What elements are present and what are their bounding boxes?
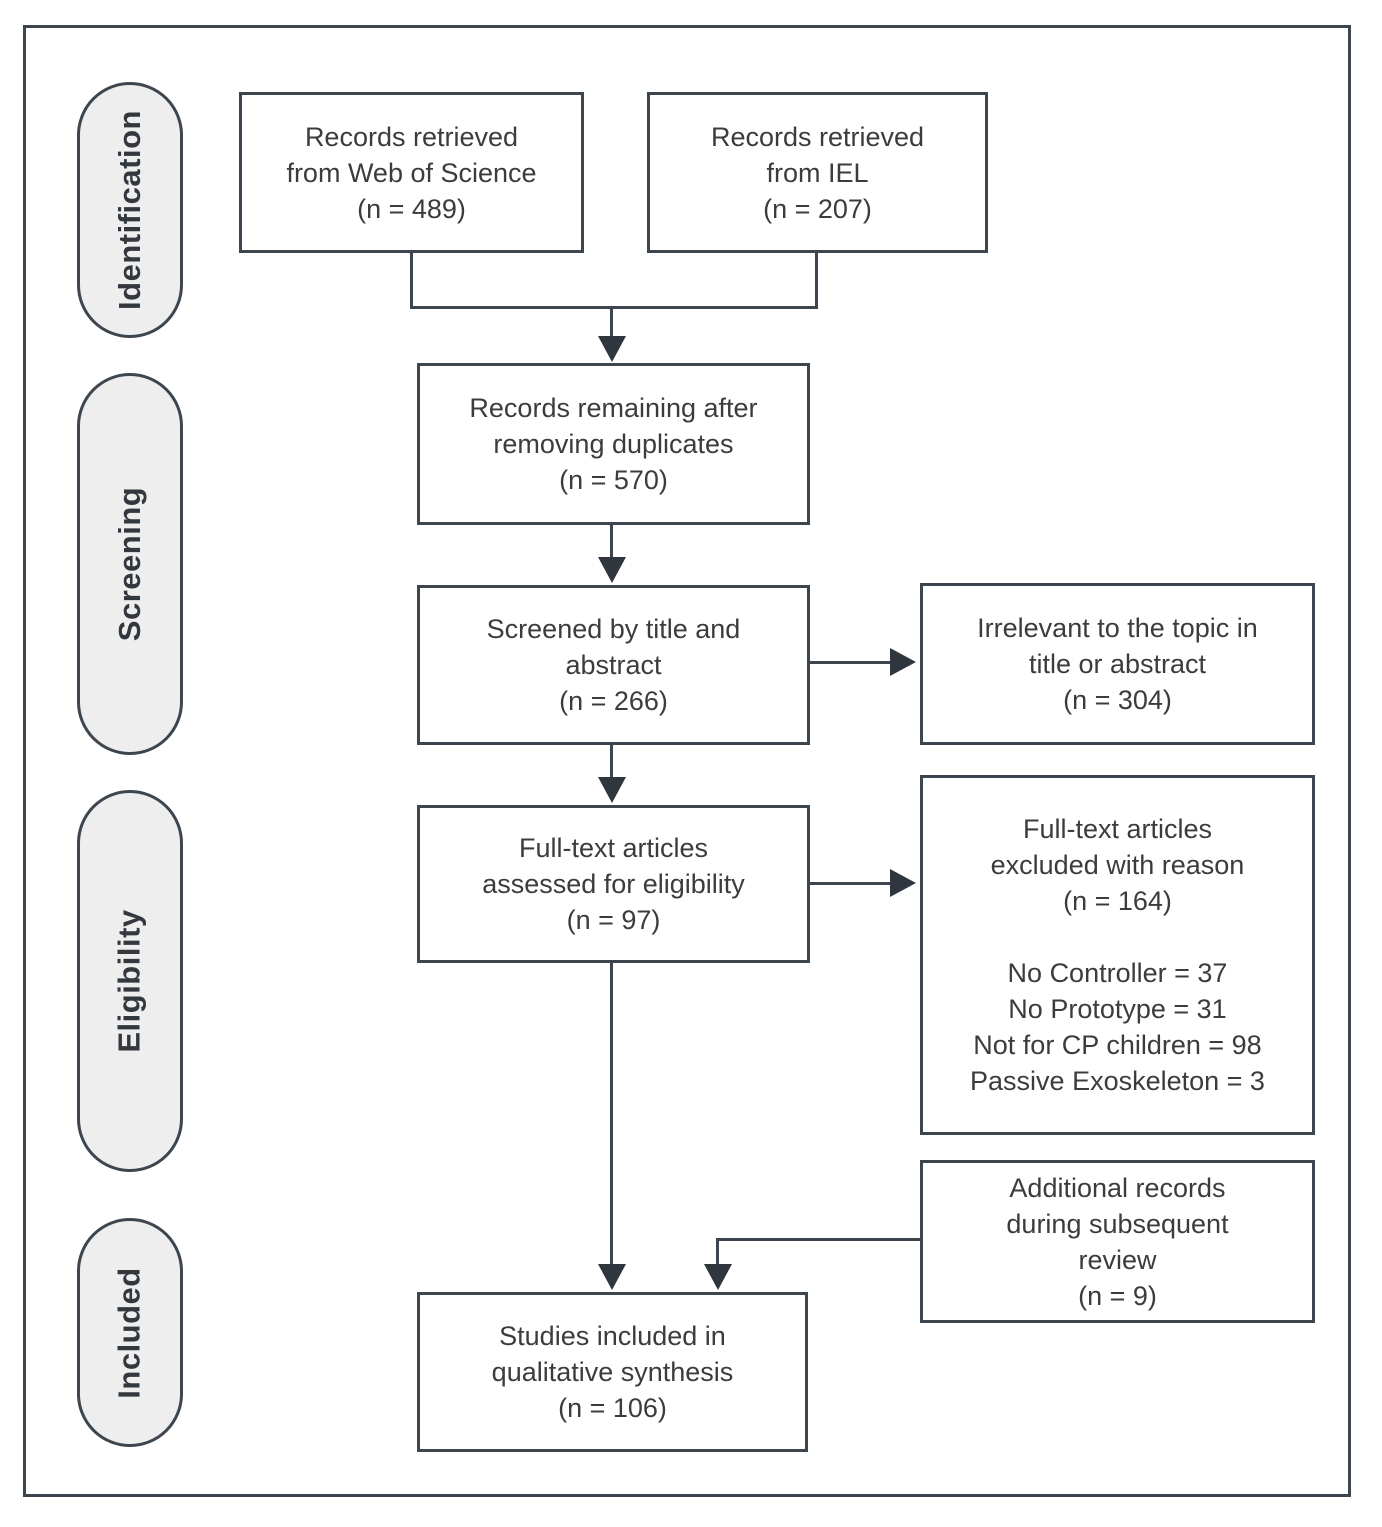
stage-identification: Identification [77,82,183,338]
box-fulltext-excluded: Full-text articles excluded with reason … [920,775,1315,1135]
diagram-frame [23,25,1351,1497]
stage-screening-label: Screening [112,486,148,642]
arrowhead-into-screened [598,557,626,583]
arrowhead-into-irrelevant [890,648,916,676]
stage-included: Included [77,1218,183,1447]
connector-merge-horizontal-line [410,306,818,309]
connector-wos-drop-line [410,253,413,309]
box-fulltext-assessed: Full-text articles assessed for eligibil… [417,805,810,963]
connector-screened-to-fulltext-line [610,745,613,779]
box-screened: Screened by title and abstract (n = 266) [417,585,810,745]
box-records-iel-text: Records retrieved from IEL (n = 207) [710,121,925,224]
box-screened-text: Screened by title and abstract (n = 266) [486,614,741,716]
box-fulltext-assessed-text: Full-text articles assessed for eligibil… [482,833,745,935]
box-deduplicated-text: Records remaining after removing duplica… [469,393,758,495]
arrowhead-into-included-left [598,1264,626,1290]
box-records-iel: Records retrieved from IEL (n = 207) [647,92,988,253]
stage-screening: Screening [77,373,183,755]
box-included-synthesis-text: Studies included in qualitative synthesi… [491,1321,734,1423]
connector-additional-horizontal-line [716,1238,920,1241]
box-irrelevant-excluded: Irrelevant to the topic in title or abst… [920,583,1315,745]
connector-additional-vertical-line [716,1238,719,1266]
arrowhead-into-deduplicated [598,336,626,362]
box-fulltext-excluded-text: Full-text articles excluded with reason … [970,814,1265,1096]
connector-deduplicated-to-screened-line [610,525,613,559]
box-records-web-of-science: Records retrieved from Web of Science (n… [239,92,584,253]
box-additional-records-text: Additional records during subsequent rev… [1006,1172,1229,1311]
arrowhead-into-included-right [704,1264,732,1290]
stage-eligibility: Eligibility [77,790,183,1172]
connector-fulltext-to-excluded-line [810,882,892,885]
arrowhead-into-excluded [890,869,916,897]
box-included-synthesis: Studies included in qualitative synthesi… [417,1292,808,1452]
stage-identification-label: Identification [112,110,148,310]
connector-fulltext-to-included-line [610,963,613,1266]
connector-screened-to-irrelevant-line [810,661,892,664]
box-records-web-of-science-text: Records retrieved from Web of Science (n… [286,121,537,224]
box-additional-records: Additional records during subsequent rev… [920,1160,1315,1323]
arrowhead-into-fulltext [598,777,626,803]
connector-iel-drop-line [815,253,818,309]
stage-included-label: Included [112,1266,148,1399]
connector-merge-stem-line [610,306,613,338]
stage-eligibility-label: Eligibility [112,909,148,1053]
box-deduplicated: Records remaining after removing duplica… [417,363,810,525]
box-irrelevant-excluded-text: Irrelevant to the topic in title or abst… [977,613,1258,715]
